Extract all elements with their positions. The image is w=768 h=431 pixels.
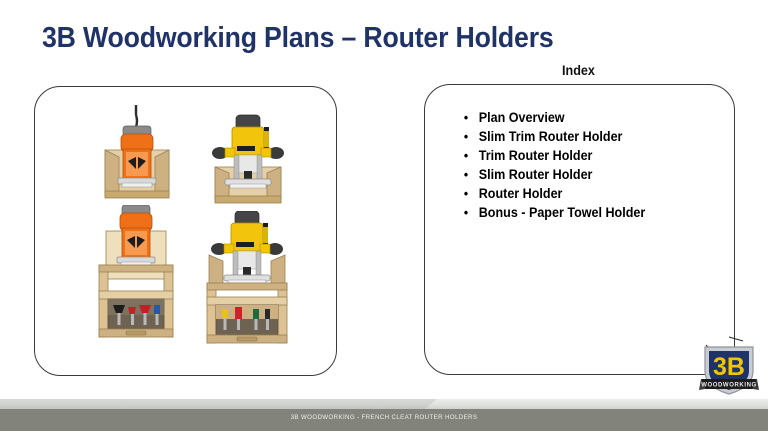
footer-accent-strip bbox=[0, 399, 768, 409]
router-bit bbox=[222, 309, 228, 330]
index-panel bbox=[424, 84, 735, 375]
index-item-label: Bonus - Paper Towel Holder bbox=[478, 205, 646, 220]
router-bit bbox=[253, 309, 259, 330]
index-item-label: Slim Trim Router Holder bbox=[478, 129, 623, 144]
index-item-label: Trim Router Holder bbox=[478, 148, 593, 163]
gallery-panel bbox=[34, 86, 337, 376]
slim-router-holder-illustration bbox=[212, 114, 284, 204]
gallery-item-slim-trim-router-holder bbox=[97, 105, 177, 215]
index-item-label: Slim Router Holder bbox=[478, 167, 593, 182]
router-holder-illustration bbox=[206, 211, 288, 344]
bullet-icon: • bbox=[463, 167, 469, 182]
logo-mark-text: 3B bbox=[713, 353, 745, 381]
index-heading: Index bbox=[562, 62, 595, 78]
index-item-label: Router Holder bbox=[478, 186, 563, 201]
page-title: 3B Woodworking Plans – Router Holders bbox=[42, 22, 554, 54]
gallery-item-router-holder bbox=[201, 211, 293, 357]
index-item-slim-router-holder[interactable]: • Slim Router Holder bbox=[462, 167, 713, 184]
index-item-label: Plan Overview bbox=[478, 110, 565, 125]
trim-router-holder-illustration bbox=[98, 205, 174, 338]
index-item-bonus-paper-towel-holder[interactable]: • Bonus - Paper Towel Holder bbox=[462, 205, 713, 222]
brand-logo: 3B WOODWORKING bbox=[696, 335, 762, 397]
slim-trim-router-holder-illustration bbox=[104, 105, 170, 199]
bullet-icon: • bbox=[463, 186, 469, 201]
bullet-icon: • bbox=[463, 205, 469, 220]
router-bit bbox=[154, 305, 160, 325]
router-bit bbox=[128, 307, 136, 325]
index-item-plan-overview[interactable]: • Plan Overview bbox=[462, 110, 713, 127]
index-item-slim-trim-router-holder[interactable]: • Slim Trim Router Holder bbox=[462, 129, 713, 146]
bullet-icon: • bbox=[463, 148, 469, 163]
router-bit bbox=[139, 305, 151, 325]
logo-wordmark-text: WOODWORKING bbox=[701, 383, 757, 389]
index-item-trim-router-holder[interactable]: • Trim Router Holder bbox=[462, 148, 713, 165]
footer-accent-strip-highlight bbox=[425, 399, 768, 409]
router-bit bbox=[235, 307, 242, 330]
bullet-icon: • bbox=[463, 110, 469, 125]
gallery-item-trim-router-holder bbox=[93, 205, 179, 355]
router-bit bbox=[265, 309, 270, 330]
router-bit bbox=[113, 305, 125, 325]
index-list: • Plan Overview • Slim Trim Router Holde… bbox=[462, 110, 732, 224]
footer-bar bbox=[0, 409, 768, 431]
footer-text: 3B WOODWORKING - FRENCH CLEAT ROUTER HOL… bbox=[290, 414, 478, 421]
gallery-item-slim-router-holder bbox=[203, 109, 293, 219]
3b-woodworking-shield-icon: 3B WOODWORKING bbox=[699, 336, 759, 395]
index-item-router-holder[interactable]: • Router Holder bbox=[462, 186, 713, 203]
bullet-icon: • bbox=[463, 129, 469, 144]
